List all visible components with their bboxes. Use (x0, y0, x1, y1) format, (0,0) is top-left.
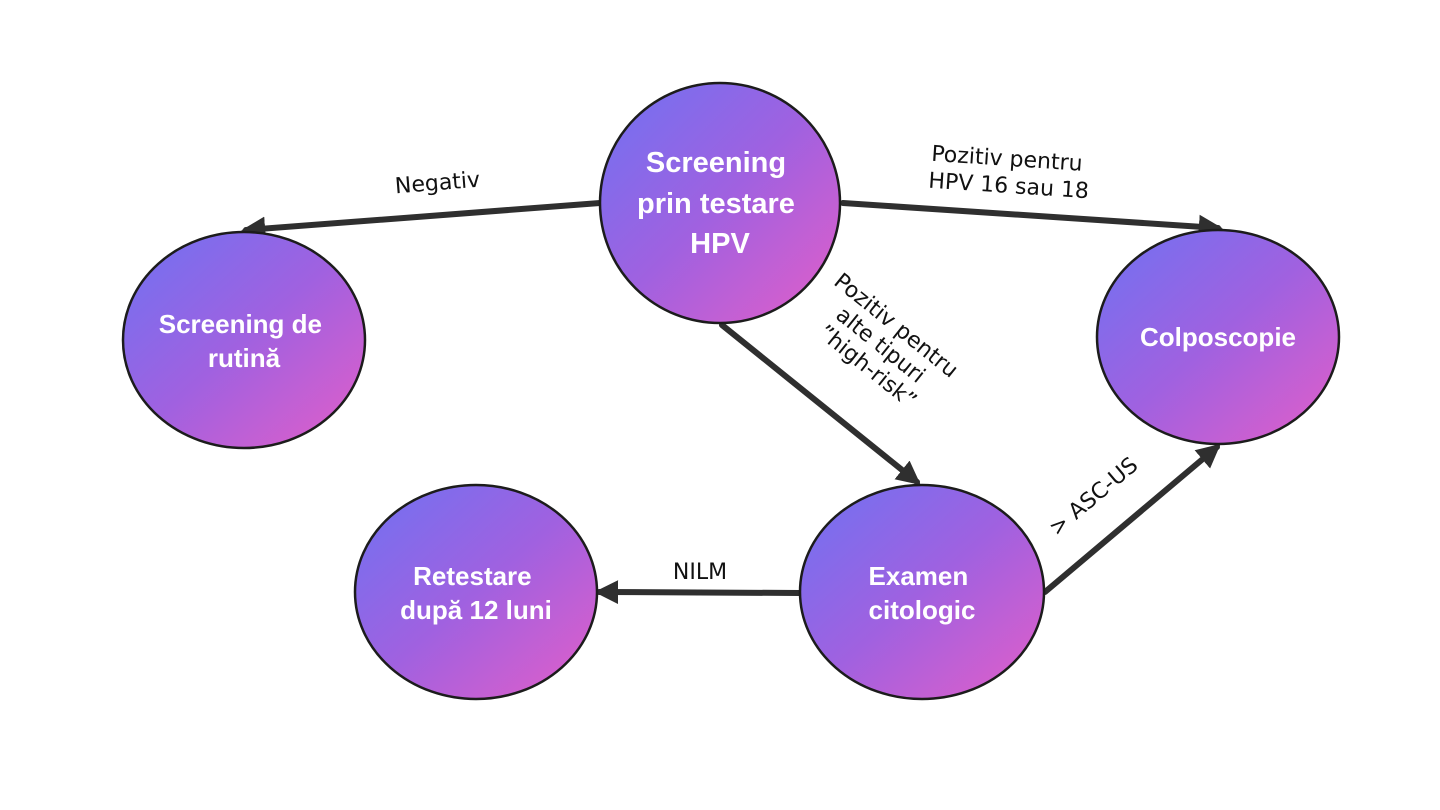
node-hpv-test-label: Screening prin testare HPV (637, 147, 803, 260)
edge-hpv16-18-arrow (840, 200, 1223, 239)
node-routine: Screening de rutină (121, 230, 367, 450)
node-retest-label: Retestare după 12 luni (400, 561, 552, 625)
edge-other-high-risk-arrow (719, 322, 921, 486)
edge-label-negative: Negativ (394, 168, 481, 200)
node-colposcopy-label: Colposcopie (1140, 322, 1296, 352)
node-cytology-label: Examen citologic (869, 561, 976, 625)
edge-label-nilm: NILM (673, 560, 727, 585)
node-hpv-test: Screening prin testare HPV (598, 81, 842, 325)
node-retest: Retestare după 12 luni (353, 483, 599, 701)
edges (241, 200, 1223, 605)
edge-negative-arrow (241, 200, 603, 241)
node-cytology: Examen citologic (798, 483, 1046, 701)
edge-nilm-arrow (594, 580, 803, 605)
edge-label-asc-us: > ASC-US (1044, 453, 1143, 541)
node-colposcopy: Colposcopie (1095, 228, 1341, 446)
node-retest-circle (353, 483, 599, 701)
edge-asc-us-arrow (1042, 443, 1221, 595)
node-hpv-test-circle (598, 81, 842, 325)
node-routine-label: Screening de rutină (159, 309, 330, 373)
node-colposcopy-circle (1095, 228, 1341, 446)
edge-label-hpv16-18: Pozitiv pentru HPV 16 sau 18 (928, 142, 1092, 205)
node-routine-circle (121, 230, 367, 450)
node-cytology-circle (798, 483, 1046, 701)
